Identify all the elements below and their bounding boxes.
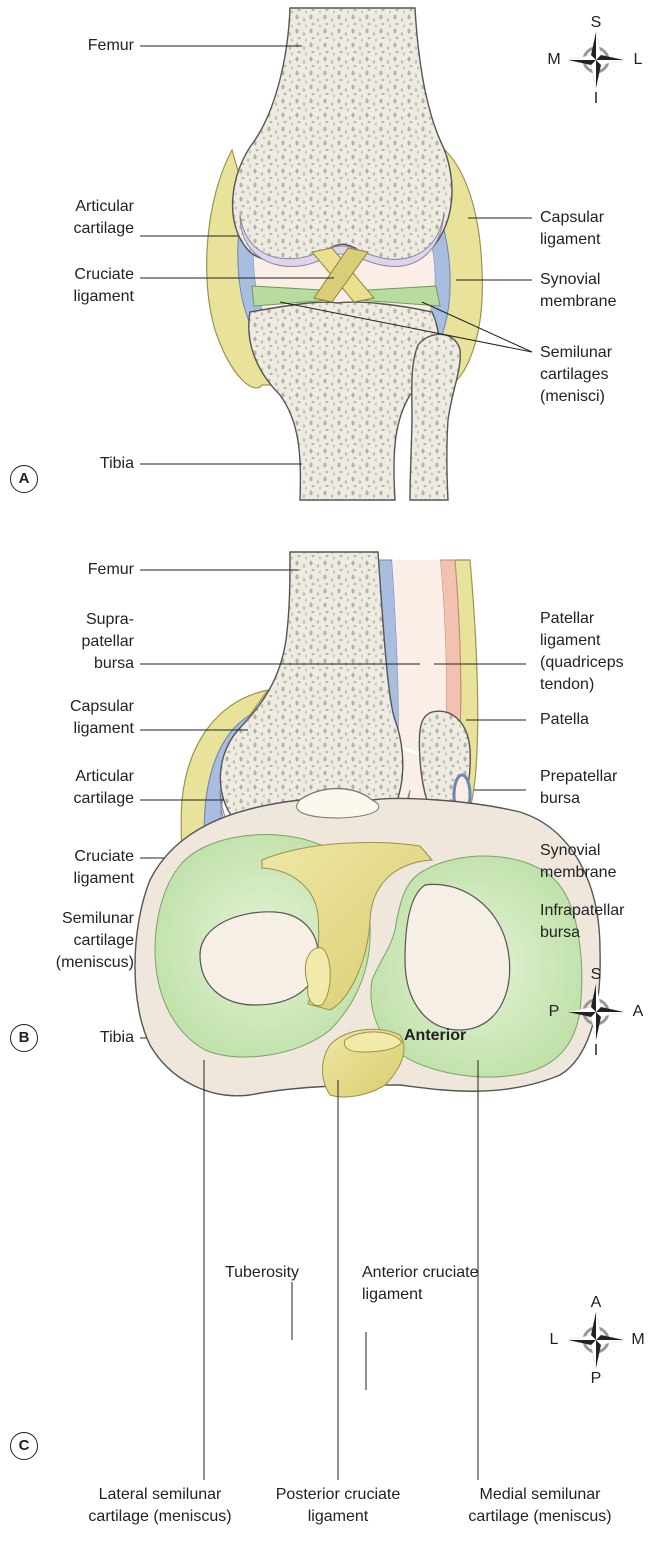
label-b-suprapatellar-bursa: Supra- patellar bursa — [82, 609, 134, 675]
label-a-articular-cartilage: Articular cartilage — [74, 196, 134, 240]
label-c-medial-semilunar: Medial semilunar cartilage (meniscus) — [440, 1484, 640, 1528]
label-b-synovial-membrane: Synovial membrane — [540, 840, 616, 884]
panel-c-illustration — [135, 789, 600, 1097]
panel-a-badge: A — [10, 465, 38, 493]
compass-a-bottom: I — [586, 90, 606, 108]
label-c-posterior-cruciate: Posterior cruciate ligament — [258, 1484, 418, 1528]
compass-a-top: S — [586, 14, 606, 32]
label-c-lateral-semilunar: Lateral semilunar cartilage (meniscus) — [60, 1484, 260, 1528]
panel-c-badge: C — [10, 1432, 38, 1460]
label-b-cruciate-ligament: Cruciate ligament — [74, 846, 134, 890]
label-b-infrapatellar-bursa: Infrapatellar bursa — [540, 900, 625, 944]
label-a-synovial-membrane: Synovial membrane — [540, 269, 616, 313]
compass-a-left: M — [544, 51, 564, 69]
label-a-capsular-ligament: Capsular ligament — [540, 207, 604, 251]
label-b-semilunar-cartilage: Semilunar cartilage (meniscus) — [56, 908, 134, 974]
label-a-semilunar-cartilages: Semilunar cartilages (menisci) — [540, 342, 612, 408]
label-b-articular-cartilage: Articular cartilage — [74, 766, 134, 810]
label-c-anterior-cruciate: Anterior cruciate ligament — [362, 1262, 479, 1306]
compass-b-left: P — [544, 1003, 564, 1021]
label-c-tuberosity: Tuberosity — [202, 1262, 322, 1284]
label-b-anterior: Anterior — [404, 1027, 466, 1045]
panel-b-badge: B — [10, 1024, 38, 1052]
compass-b-top: S — [586, 966, 606, 984]
compass-b-bottom: I — [586, 1042, 606, 1060]
compass-c — [568, 1312, 624, 1368]
compass-a — [568, 32, 624, 88]
compass-c-left: L — [544, 1331, 564, 1349]
label-b-capsular-ligament: Capsular ligament — [70, 696, 134, 740]
label-b-prepatellar-bursa: Prepatellar bursa — [540, 766, 617, 810]
compass-c-right: M — [628, 1331, 648, 1349]
label-b-patellar-ligament: Patellar ligament (quadriceps tendon) — [540, 608, 624, 696]
compass-c-bottom: P — [586, 1370, 606, 1388]
label-b-tibia: Tibia — [100, 1027, 134, 1049]
label-b-patella: Patella — [540, 709, 589, 731]
panel-a-illustration — [207, 8, 483, 500]
label-a-femur: Femur — [88, 35, 134, 57]
label-a-tibia: Tibia — [100, 453, 134, 475]
label-b-femur: Femur — [88, 559, 134, 581]
compass-c-top: A — [586, 1294, 606, 1312]
label-a-cruciate-ligament: Cruciate ligament — [74, 264, 134, 308]
panel-a-fibula — [410, 334, 460, 500]
compass-b-right: A — [628, 1003, 648, 1021]
compass-a-right: L — [628, 51, 648, 69]
